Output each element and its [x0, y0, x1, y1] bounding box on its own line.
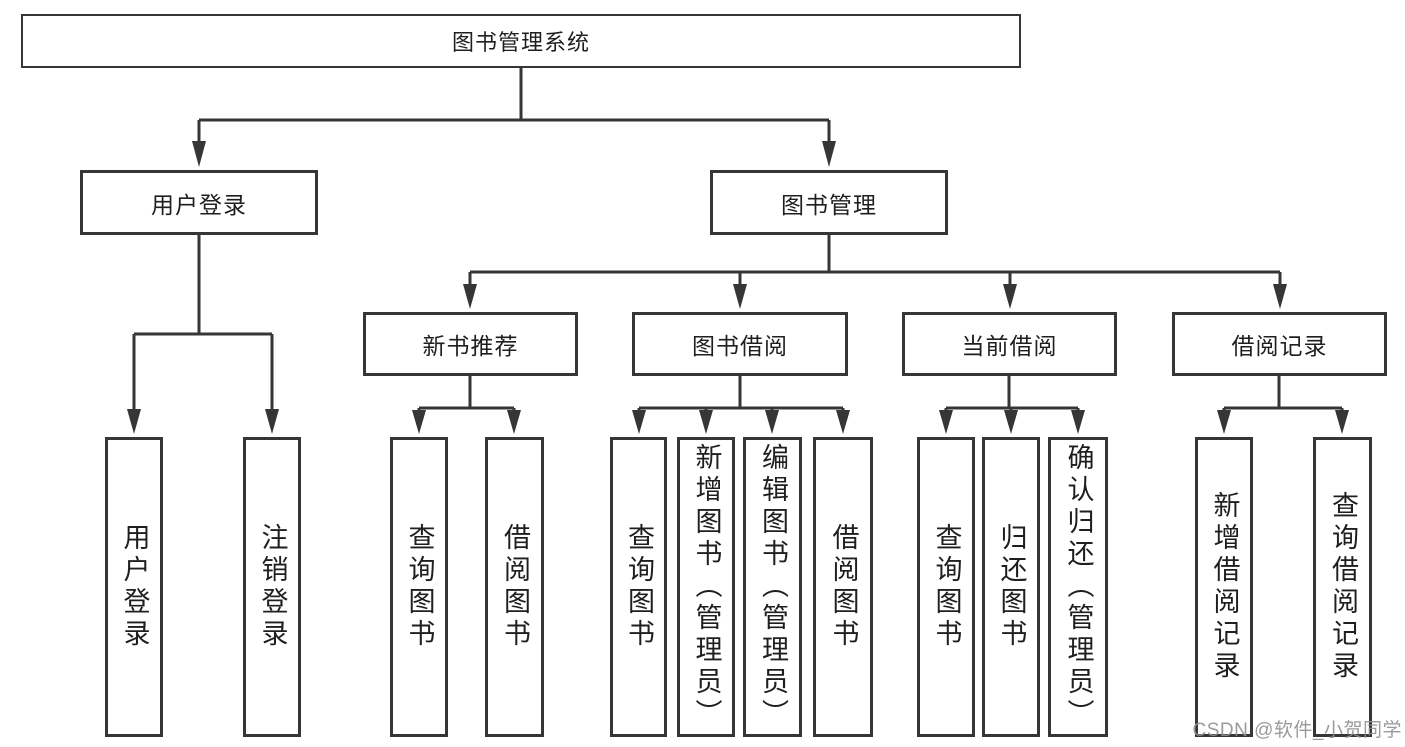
leaf-add-books-admin: 新增图书（管理员）	[677, 437, 735, 737]
leaf-edit-books-admin-label: 编辑图书（管理员）	[758, 443, 788, 731]
leaf-query-books-recommend-label: 查询图书	[404, 523, 435, 651]
leaf-query-books-borrow-label: 查询图书	[624, 523, 654, 651]
leaf-query-books-recommend: 查询图书	[390, 437, 448, 737]
node-book-management: 图书管理	[710, 170, 948, 235]
leaf-query-books-borrow: 查询图书	[610, 437, 667, 737]
connector-new-book-children	[412, 376, 521, 434]
connector-book-borrow-children	[632, 376, 850, 434]
leaf-confirm-return-admin: 确认归还（管理员）	[1048, 437, 1108, 737]
node-book-management-label: 图书管理	[781, 191, 877, 218]
node-borrow-records-label: 借阅记录	[1231, 333, 1328, 359]
node-current-borrow: 当前借阅	[902, 312, 1117, 376]
node-user-login-label: 用户登录	[151, 191, 247, 218]
leaf-borrow-books-label: 借阅图书	[828, 523, 859, 651]
leaf-query-books-current: 查询图书	[917, 437, 975, 737]
node-new-book-recommend-label: 新书推荐	[422, 333, 519, 359]
node-current-borrow-label: 当前借阅	[961, 333, 1058, 359]
node-book-borrow-label: 图书借阅	[692, 333, 788, 359]
csdn-watermark: CSDN @软件_小贺同学	[1192, 720, 1402, 741]
leaf-return-books: 归还图书	[982, 437, 1040, 737]
leaf-add-borrow-record: 新增借阅记录	[1195, 437, 1253, 737]
node-new-book-recommend: 新书推荐	[363, 312, 578, 376]
connector-borrow-records-children	[1217, 376, 1349, 434]
leaf-user-login-label: 用户登录	[119, 523, 150, 651]
leaf-confirm-return-admin-label: 确认归还（管理员）	[1063, 443, 1094, 731]
leaf-query-borrow-record: 查询借阅记录	[1313, 437, 1372, 737]
leaf-add-borrow-record-label: 新增借阅记录	[1209, 491, 1240, 683]
connector-current-borrow-children	[939, 376, 1085, 434]
leaf-add-books-admin-label: 新增图书（管理员）	[691, 443, 722, 731]
connector-user-login-children	[127, 235, 279, 434]
connector-root-to-level2	[192, 68, 836, 167]
leaf-borrow-books-recommend-label: 借阅图书	[500, 523, 530, 651]
leaf-logout-label: 注销登录	[257, 523, 288, 651]
leaf-query-books-current-label: 查询图书	[931, 523, 962, 651]
connector-book-management-sections	[463, 235, 1287, 309]
node-borrow-records: 借阅记录	[1172, 312, 1387, 376]
leaf-query-borrow-record-label: 查询借阅记录	[1328, 491, 1358, 683]
leaf-borrow-books-recommend: 借阅图书	[485, 437, 544, 737]
node-user-login: 用户登录	[80, 170, 318, 235]
node-root: 图书管理系统	[21, 14, 1021, 68]
leaf-logout: 注销登录	[243, 437, 301, 737]
leaf-borrow-books: 借阅图书	[813, 437, 873, 737]
node-root-label: 图书管理系统	[451, 30, 590, 55]
leaf-user-login: 用户登录	[105, 437, 163, 737]
node-book-borrow: 图书借阅	[632, 312, 848, 376]
leaf-return-books-label: 归还图书	[996, 523, 1027, 651]
leaf-edit-books-admin: 编辑图书（管理员）	[743, 437, 802, 737]
